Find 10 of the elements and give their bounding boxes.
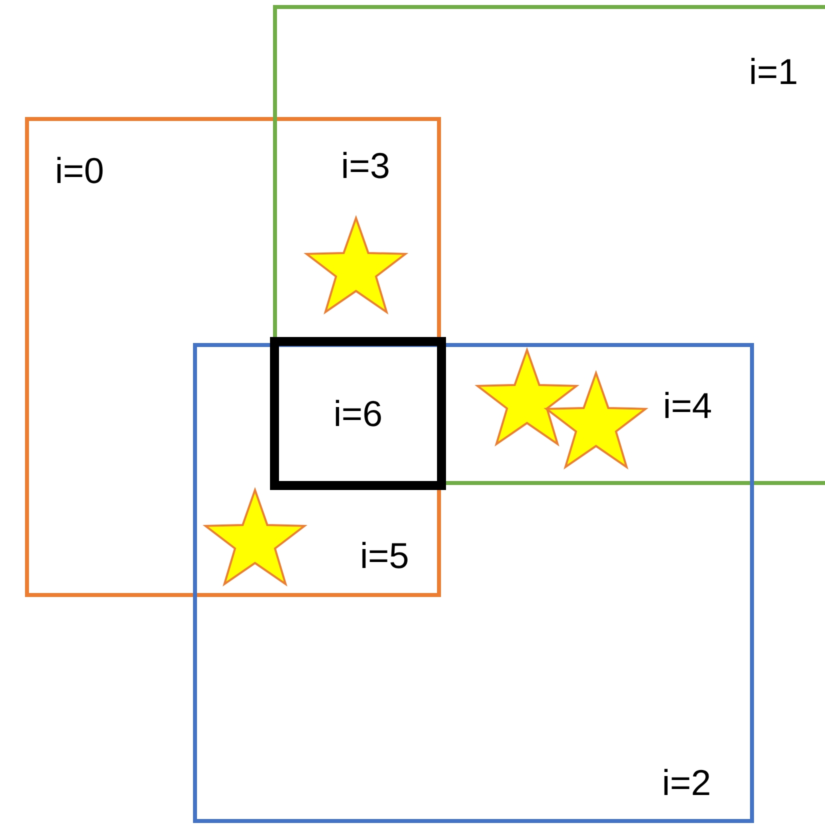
region-label: i=3	[341, 148, 390, 184]
region-label: i=1	[749, 54, 798, 90]
region-label: i=6	[333, 396, 383, 432]
region-label: i=2	[662, 765, 712, 801]
region-frame	[25, 117, 441, 597]
region-label: i=0	[55, 153, 104, 189]
region-label: i=5	[360, 538, 410, 574]
thick-frame	[270, 337, 446, 490]
region-frame	[193, 343, 754, 823]
region-label: i=4	[663, 388, 712, 424]
